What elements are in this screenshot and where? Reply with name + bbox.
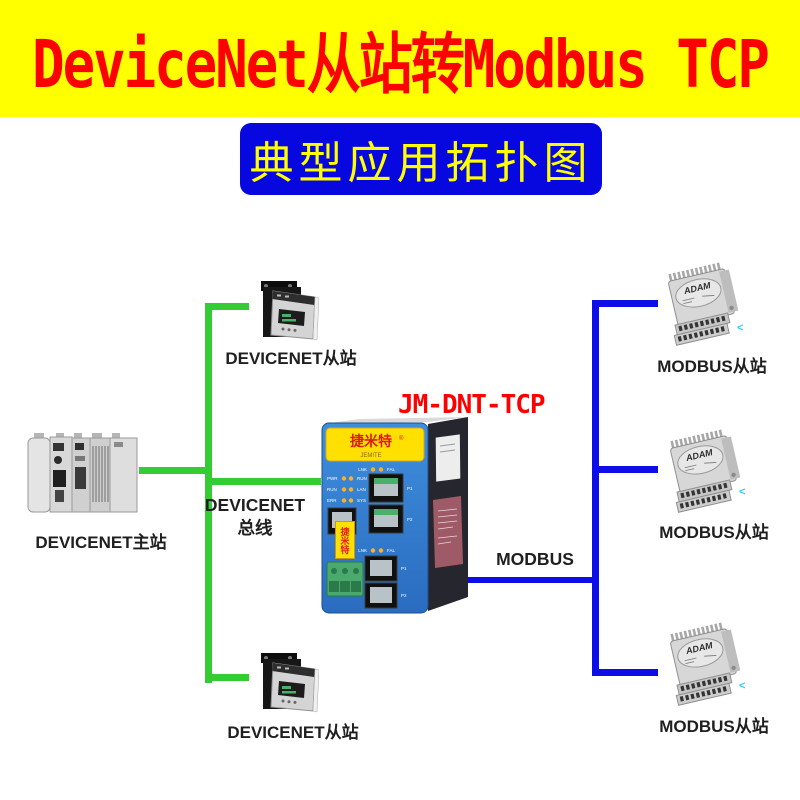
led-label-sys: SYS (357, 498, 366, 503)
devicenet-slave-top-label: DEVICENET从站 (225, 349, 357, 368)
modbus-bus-label: MODBUS (496, 549, 574, 569)
gateway-image: 捷米特 ® JEMITE LNK FAL PWR RUN ERR RUN LAN… (321, 417, 468, 614)
led-label-fal: FAL (387, 467, 396, 472)
led-label-run: RUN (327, 487, 337, 492)
page-title: DeviceNet从站转Modbus TCP (32, 26, 770, 104)
devicenet-bus-branch-top (207, 303, 249, 310)
led-label-fal2: FAL (387, 548, 396, 553)
port-label-p2: P2 (407, 517, 413, 522)
led-label-lan: LAN (357, 487, 366, 492)
devicenet-master-label: DEVICENET主站 (35, 533, 167, 552)
subtitle-box: 典型应用拓扑图 (240, 123, 602, 195)
gateway-model-label: JM-DNT-TCP (398, 390, 546, 420)
modbus-bus-branch-gateway (430, 577, 596, 583)
devicenet-bus-label-line1: DEVICENET (204, 495, 306, 515)
modbus-slave-top-image: ADAM (668, 262, 739, 346)
gateway-brand-text: 捷米特 (350, 433, 392, 449)
devicenet-bus-vertical-line (205, 303, 212, 683)
devicenet-slave-bottom-label: DEVICENET从站 (227, 723, 359, 742)
devicenet-bus-label: DEVICENET 总线 (185, 494, 325, 540)
modbus-slave-middle-label: MODBUS从站 (659, 523, 769, 542)
gateway-brand-reg: ® (399, 435, 404, 442)
gateway-brand-sub-text: JEMITE (360, 453, 381, 459)
subtitle-text: 典型应用拓扑图 (249, 139, 593, 188)
devicenet-slave-bottom-image (261, 653, 319, 713)
led-label-lnk: LNK (358, 467, 367, 472)
modbus-slave-middle-image: ADAM (670, 429, 741, 513)
port-label-p4: P2 (401, 593, 407, 598)
devicenet-bus-branch-gateway (207, 478, 321, 485)
devicenet-bus-branch-master (139, 467, 209, 474)
led-label-lnk2: LNK (358, 548, 367, 553)
port-label-p3: P1 (401, 566, 407, 571)
led-label-run2: RUN (357, 476, 367, 481)
led-label-pwr: PWR (327, 476, 338, 481)
cursor-artifact: < (739, 486, 746, 498)
devicenet-slave-top-image (261, 281, 319, 341)
banner: DeviceNet从站转Modbus TCP (0, 0, 800, 117)
devicenet-master-image (27, 433, 138, 513)
modbus-bus-branch-middle (597, 466, 658, 473)
modbus-slave-bottom-image: ADAM (670, 622, 741, 706)
led-label-err: ERR (327, 498, 337, 503)
modbus-slave-bottom-label: MODBUS从站 (659, 717, 769, 736)
cursor-artifact: < (737, 322, 744, 334)
gateway-side-strip: 捷米特 (335, 521, 355, 559)
modbus-bus-branch-top (597, 300, 658, 307)
cursor-artifact: < (739, 680, 746, 692)
modbus-bus-branch-bottom (597, 669, 658, 676)
devicenet-bus-branch-bottom (207, 674, 249, 681)
devicenet-bus-label-line2: 总线 (237, 517, 273, 538)
port-label-p1: P1 (407, 486, 413, 491)
modbus-bus-vertical-line (592, 300, 599, 676)
modbus-slave-top-label: MODBUS从站 (657, 357, 767, 376)
